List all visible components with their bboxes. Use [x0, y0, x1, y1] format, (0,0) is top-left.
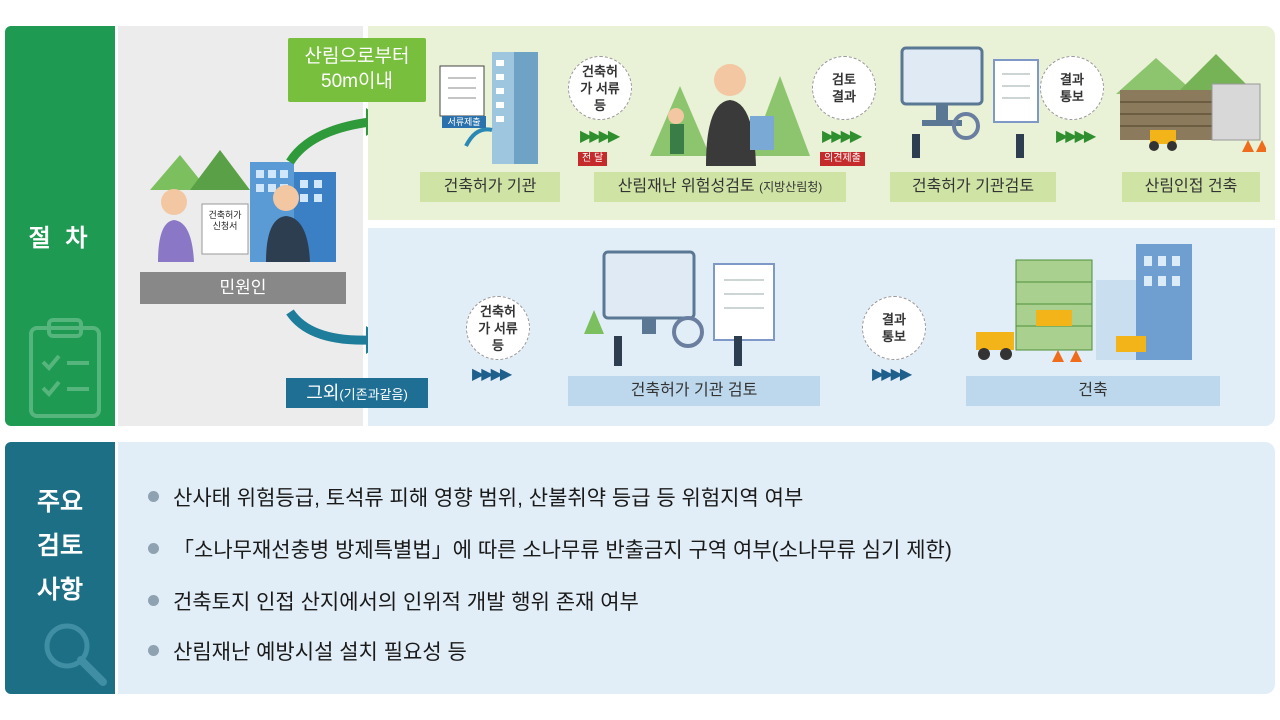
green-arrow-1: ▶▶▶▶ — [580, 128, 620, 145]
review-item-text: 「소나무재선충병 방제특별법」에 따른 소나무류 반출금지 구역 여부(소나무류… — [173, 539, 952, 562]
other-route-tag-sub: (기존과같음) — [339, 387, 408, 402]
permit-review-illustration-blue — [584, 250, 775, 366]
review-item-text: 산림재난 예방시설 설치 필요성 등 — [173, 641, 467, 664]
procedure-title: 절 차 — [28, 225, 92, 252]
deliver-tag: 전 달 — [578, 152, 608, 166]
permit-office-illustration — [439, 52, 538, 164]
review-title-line2: 검토 — [36, 532, 83, 560]
permit-documents-bubble: 건축허가 서류 등 — [568, 56, 632, 120]
permit-office-review-label: 건축허가 기관검토 — [890, 172, 1056, 202]
within-50m-tag: 산림으로부터 50m이내 — [288, 38, 426, 102]
application-document-text: 건축허가 신청서 — [208, 210, 242, 231]
bullet-icon — [148, 491, 159, 502]
other-route-tag: 그외(기존과같음) — [286, 378, 428, 408]
forest-disaster-risk-review-text: 산림재난 위험성검토 — [617, 178, 755, 195]
magnifier-icon — [44, 623, 107, 686]
forest-disaster-risk-review-label: 산림재난 위험성검토 (지방산림청) — [594, 172, 846, 202]
forest-adjacent-construction-label: 산림인접 건축 — [1122, 172, 1260, 202]
result-notice-bubble-blue: 결과 통보 — [862, 296, 926, 360]
bullet-icon — [148, 595, 159, 606]
regional-forest-office-text: (지방산림청) — [759, 180, 823, 194]
forest-construction-illustration — [1116, 54, 1266, 152]
permit-documents-bubble-blue: 건축허가 서류 등 — [466, 296, 530, 360]
forest-inspector-illustration — [650, 64, 810, 166]
review-item-1: 산사태 위험등급, 토석류 피해 영향 범위, 산불취약 등급 등 위험지역 여… — [148, 482, 803, 512]
applicant-illustration — [150, 150, 336, 262]
applicant-label: 민원인 — [140, 272, 346, 304]
review-title-line1: 주요 — [36, 488, 83, 516]
other-route-tag-main: 그외 — [306, 383, 340, 403]
clipboard-icon — [29, 318, 101, 418]
green-arrow-3: ▶▶▶▶ — [1056, 128, 1096, 145]
construction-illustration — [976, 244, 1192, 362]
permit-office-label: 건축허가 기관 — [420, 172, 560, 202]
bullet-icon — [148, 543, 159, 554]
procedure-side-label: 절 차 — [5, 26, 115, 426]
blue-arrow-2: ▶▶▶▶ — [872, 366, 912, 383]
bullet-icon — [148, 645, 159, 656]
review-title-line3: 사항 — [36, 576, 83, 604]
review-item-3: 건축토지 인접 산지에서의 인위적 개발 행위 존재 여부 — [148, 586, 639, 616]
within-50m-tag-line1: 산림으로부터 — [304, 46, 410, 67]
review-item-2: 「소나무재선충병 방제특별법」에 따른 소나무류 반출금지 구역 여부(소나무류… — [148, 534, 952, 564]
review-side-label: 주요 검토 사항 — [5, 442, 115, 694]
construction-label: 건축 — [966, 376, 1220, 406]
within-50m-tag-line2: 50m이내 — [321, 71, 393, 92]
key-review-items-panel — [118, 442, 1275, 694]
review-item-text: 건축토지 인접 산지에서의 인위적 개발 행위 존재 여부 — [173, 591, 639, 614]
review-item-4: 산림재난 예방시설 설치 필요성 등 — [148, 636, 467, 666]
review-result-bubble: 검토 결과 — [812, 56, 876, 120]
review-item-text: 산사태 위험등급, 토석류 피해 영향 범위, 산불취약 등급 등 위험지역 여… — [173, 487, 804, 510]
permit-review-illustration — [900, 46, 1039, 158]
green-arrow-2: ▶▶▶▶ — [822, 128, 862, 145]
result-notice-bubble-green: 결과 통보 — [1040, 56, 1104, 120]
blue-arrow-1: ▶▶▶▶ — [472, 366, 512, 383]
opinion-submit-tag: 의견제출 — [820, 152, 865, 166]
submit-documents-tag: 서류제출 — [442, 116, 486, 128]
permit-office-review-label-blue: 건축허가 기관 검토 — [568, 376, 820, 406]
